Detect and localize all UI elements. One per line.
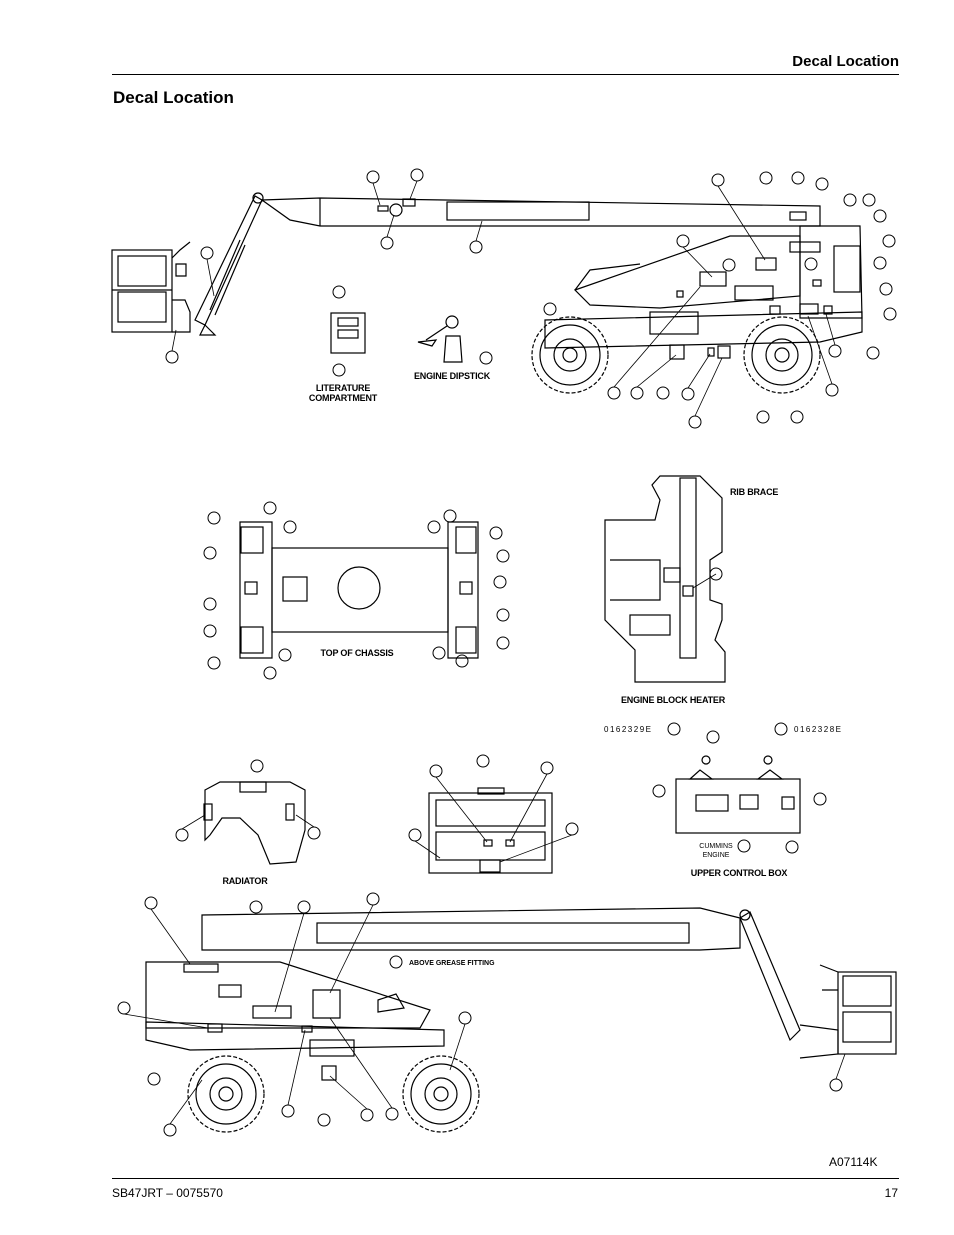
literature-compartment-detail	[330, 312, 366, 354]
radiator-view	[203, 781, 306, 865]
caption-literature-1: LITERATURE	[316, 383, 371, 393]
wheel	[402, 1055, 480, 1133]
caption-above-grease-fitting: ABOVE GREASE FITTING	[409, 960, 495, 967]
part-number-right: 0162328E	[794, 725, 842, 734]
leader-lines	[123, 180, 846, 1125]
wheel	[187, 1055, 265, 1133]
footer-document-id: SB47JRT – 0075570	[112, 1186, 223, 1200]
caption-cummins-1: CUMMINS	[699, 843, 733, 850]
machine-side-view-right	[111, 192, 863, 394]
caption-literature-2: COMPARTMENT	[309, 393, 378, 403]
machine-side-view-left	[145, 907, 897, 1133]
part-number-left: 0162329E	[604, 725, 652, 734]
upper-control-box-view	[675, 755, 801, 834]
wheel	[531, 316, 609, 394]
engine-block-heater-view	[604, 475, 726, 683]
footer-rule	[112, 1178, 899, 1179]
engine-dipstick-detail	[417, 315, 463, 363]
caption-top-of-chassis: TOP OF CHASSIS	[321, 648, 394, 658]
caption-cummins-2: ENGINE	[703, 852, 730, 859]
top-of-chassis-view	[239, 521, 479, 659]
wheel	[743, 316, 821, 394]
footer-page-number: 17	[884, 1186, 898, 1200]
page-title: Decal Location	[113, 88, 234, 107]
platform-front-view	[428, 787, 553, 874]
header-rule	[112, 74, 899, 75]
figure-id: A07114K	[829, 1155, 878, 1169]
running-header: Decal Location	[792, 53, 899, 70]
caption-engine-block-heater: ENGINE BLOCK HEATER	[621, 695, 726, 705]
caption-upper-control-box: UPPER CONTROL BOX	[691, 868, 788, 878]
caption-radiator: RADIATOR	[222, 876, 268, 886]
caption-engine-dipstick: ENGINE DIPSTICK	[414, 371, 491, 381]
caption-rib-brace: RIB BRACE	[730, 487, 778, 497]
